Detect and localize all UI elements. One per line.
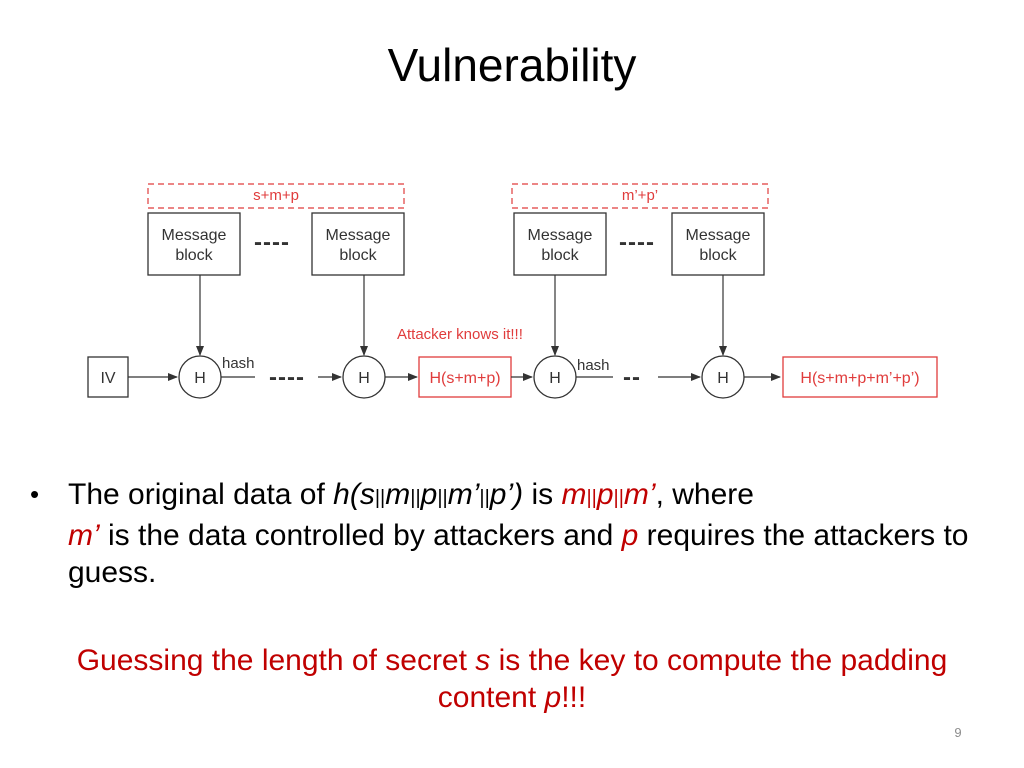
hash-node-4-label: H [717, 370, 729, 387]
hash-node-3-label: H [549, 370, 561, 387]
message-block-4-line1: Message [686, 227, 751, 244]
bullet-guess: requires the attackers to guess. [68, 519, 969, 589]
message-block-3-line1: Message [528, 227, 593, 244]
slide-title: Vulnerability [387, 39, 637, 91]
intermediate-output-label: H(s+m+p) [429, 370, 500, 387]
conclusion-secret-s: s [475, 644, 491, 677]
block-gap-left: ---- [254, 229, 290, 256]
block-gap-right: ---- [619, 229, 655, 256]
bullet-controlled: is the data controlled by attackers and [99, 519, 622, 552]
conclusion-part2: is the key to compute the padding conten… [437, 644, 948, 714]
message-block-1-line1: Message [162, 227, 227, 244]
concat-bar: || [479, 487, 490, 509]
bullet-is: is [523, 478, 562, 511]
bullet-where: , where [655, 478, 754, 511]
hash-node-3: H [533, 355, 577, 399]
known-p: p [596, 478, 614, 511]
conclusion-text: Guessing the length of secret s is the k… [40, 642, 984, 716]
formula-p: p [420, 478, 438, 511]
hash-edge-label-1: hash [222, 355, 255, 372]
attacker-note: Attacker knows it!!! [397, 326, 523, 343]
formula-m: m [385, 478, 411, 511]
message-block-1: Message block [147, 212, 241, 276]
conclusion-part3: !!! [561, 681, 587, 714]
iv-box: IV [87, 356, 129, 398]
group-right-label: m’+p’ [622, 187, 658, 204]
message-block-3-line2: block [541, 247, 579, 264]
final-output-box: H(s+m+p+m’+p’) [782, 356, 938, 398]
bullet-point: • The original data of h(s||m||p||m’||p’… [30, 476, 990, 591]
page-number: 9 [954, 725, 962, 740]
formula-p-close: p’) [489, 478, 524, 511]
bullet-intro: The original data of [68, 478, 334, 511]
hash-node-4: H [701, 355, 745, 399]
intermediate-output-box: H(s+m+p) [418, 356, 512, 398]
guessed-p: p [621, 519, 639, 552]
group-left-label: s+m+p [253, 187, 299, 204]
message-block-2: Message block [311, 212, 405, 276]
conclusion-padding-p: p [544, 681, 562, 714]
final-output-label: H(s+m+p+m’+p’) [800, 370, 919, 387]
bullet-text: The original data of h(s||m||p||m’||p’) … [68, 476, 990, 591]
known-m: m [561, 478, 587, 511]
concat-bar: || [613, 487, 624, 509]
message-block-2-line1: Message [326, 227, 391, 244]
concat-bar: || [410, 487, 421, 509]
hash-node-1-label: H [194, 370, 206, 387]
chain-gap-2: -- [623, 364, 641, 391]
concat-bar: || [586, 487, 597, 509]
iv-label: IV [100, 370, 115, 387]
formula-m-prime: m’ [447, 478, 480, 511]
hash-edge-label-2: hash [577, 357, 610, 374]
message-block-1-line2: block [175, 247, 213, 264]
message-block-4-line2: block [699, 247, 737, 264]
known-m-prime: m’ [623, 478, 656, 511]
controlled-m-prime: m’ [68, 519, 100, 552]
hash-node-1: H [178, 355, 222, 399]
hash-node-2: H [342, 355, 386, 399]
message-block-4: Message block [671, 212, 765, 276]
bullet-dot: • [30, 479, 40, 509]
concat-bar: || [374, 487, 386, 509]
concat-bar: || [437, 487, 448, 509]
formula-h-open: h(s [333, 478, 375, 511]
chain-gap-1: ---- [269, 364, 305, 391]
message-block-3: Message block [513, 212, 607, 276]
message-block-2-line2: block [339, 247, 377, 264]
conclusion-part1: Guessing the length of secret [76, 644, 476, 677]
hash-node-2-label: H [358, 370, 370, 387]
